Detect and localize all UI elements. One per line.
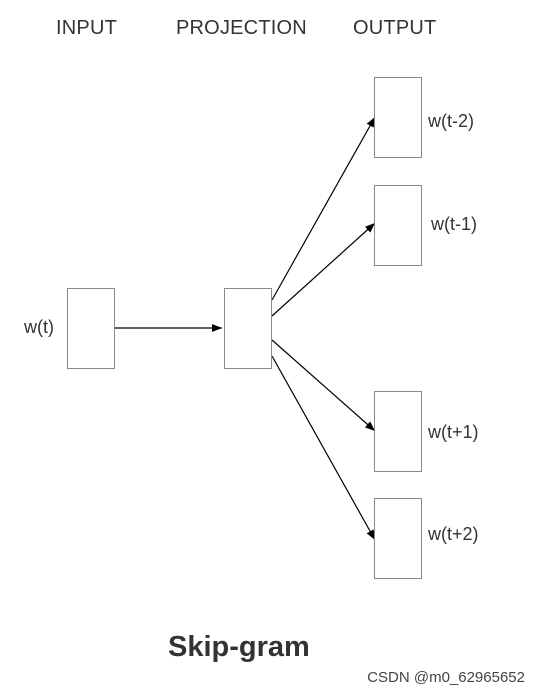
- diagram-title: Skip-gram: [168, 631, 310, 663]
- projection-box: [224, 288, 272, 369]
- input-column-header: INPUT: [56, 17, 117, 39]
- output-box-w-t-2: [374, 77, 422, 158]
- output-label-w-t+2: w(t+2): [428, 524, 479, 544]
- arrow-projection-to-w-t-2: [271, 116, 376, 301]
- projection-column-header: PROJECTION: [176, 17, 307, 39]
- output-label-w-t-1: w(t-1): [431, 214, 477, 234]
- output-column-header: OUTPUT: [353, 17, 437, 39]
- arrow-projection-to-w-t+2: [271, 355, 376, 541]
- input-box: [67, 288, 115, 369]
- input-label: w(t): [24, 317, 54, 337]
- output-box-w-t+1: [374, 391, 422, 472]
- arrow-projection-to-w-t-1: [271, 222, 376, 317]
- output-label-w-t-2: w(t-2): [428, 111, 474, 131]
- output-box-w-t+2: [374, 498, 422, 579]
- output-box-w-t-1: [374, 185, 422, 266]
- source-watermark: CSDN @m0_62965652: [367, 669, 525, 686]
- output-label-w-t+1: w(t+1): [428, 422, 479, 442]
- arrow-projection-to-w-t+1: [271, 339, 376, 432]
